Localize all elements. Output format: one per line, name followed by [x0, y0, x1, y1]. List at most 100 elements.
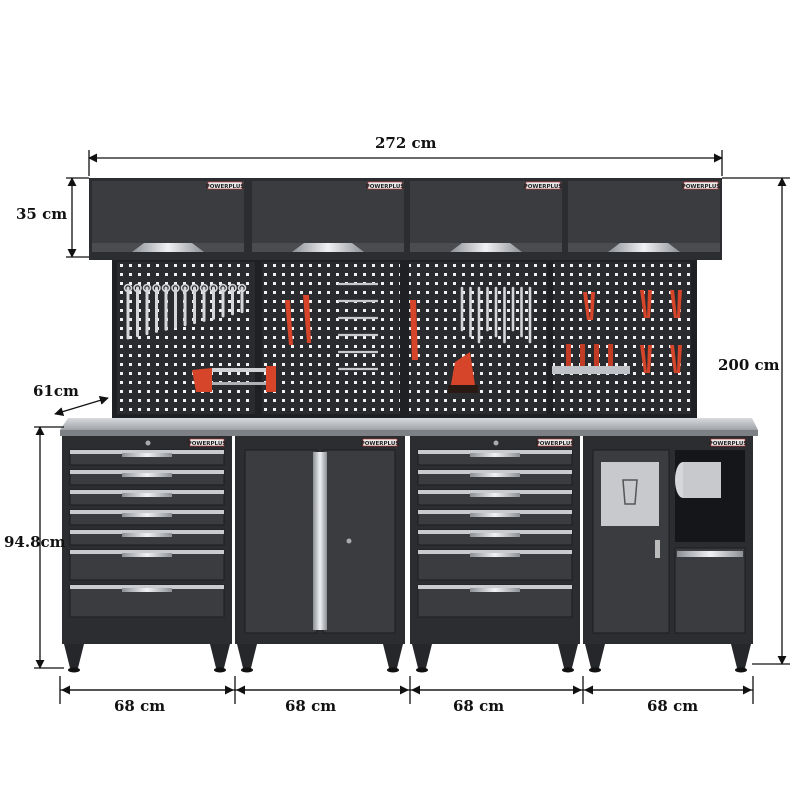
leveling-pad	[562, 667, 574, 673]
drawer-handle	[122, 513, 172, 517]
leveling-pad	[416, 667, 428, 673]
upper-cabinet-handle-2	[292, 243, 364, 252]
leveling-pad	[735, 667, 747, 673]
upper-cabinet-door-1	[92, 181, 244, 243]
wrench-ring	[152, 283, 161, 293]
saw-frame	[212, 368, 270, 372]
brand-badge-text: POWERPLUS	[524, 184, 563, 190]
pliers	[670, 290, 682, 318]
left-door	[244, 449, 318, 634]
cabinet-foot	[64, 644, 84, 668]
small-drawer-handle	[677, 551, 743, 557]
base-module-3: POWERPLUS	[410, 436, 580, 673]
upper-cabinet-door-2	[252, 181, 404, 243]
drawer-handle	[122, 588, 172, 592]
drawer-lip	[70, 450, 224, 454]
cabinet-height-label: 35 cm	[16, 205, 68, 223]
socket-rail	[552, 366, 630, 374]
stainless-worktop	[60, 418, 758, 430]
cabinet-foot	[558, 644, 578, 668]
wrench-ring	[218, 283, 228, 293]
brand-badge-text: POWERPLUS	[361, 441, 400, 447]
brand-badge-text: POWERPLUS	[682, 184, 721, 190]
drawer-lip	[418, 490, 572, 494]
brand-badge-text: POWERPLUS	[366, 184, 405, 190]
pegboard-panel-4	[553, 262, 691, 414]
pliers	[640, 290, 652, 318]
door-handle	[313, 452, 327, 630]
screwdriver-handle	[608, 344, 613, 366]
drawer-handle	[470, 533, 520, 537]
upper-cabinet-handle-4	[608, 243, 680, 252]
depth-label: 61cm	[33, 382, 79, 400]
brand-badge	[537, 438, 573, 447]
wrench-ring	[237, 283, 247, 293]
cabinet-foot	[731, 644, 751, 668]
brand-badge	[367, 181, 403, 190]
pliers	[285, 300, 293, 345]
drawer-lip	[418, 530, 572, 534]
upper-cabinet-door-3	[410, 181, 562, 243]
lock-icon	[145, 440, 151, 446]
bin-latch	[655, 540, 660, 558]
saw-blade	[212, 382, 270, 385]
pegboard-wall	[112, 260, 697, 418]
wrench-ring	[161, 283, 171, 293]
drawer-handle	[122, 493, 172, 497]
module-width-label-4: 68 cm	[647, 697, 699, 715]
cabinet-foot	[237, 644, 257, 668]
upper-cabinet-handle-1	[132, 243, 204, 252]
module-width-label-2: 68 cm	[285, 697, 337, 715]
paper-roll	[683, 462, 721, 498]
bin-flap	[601, 462, 659, 526]
total-height-label: 200 cm	[718, 356, 780, 374]
upper-cabinet-door-4	[568, 181, 720, 243]
drawer-handle	[470, 493, 520, 497]
brand-badge	[683, 181, 719, 190]
brand-badge-text: POWERPLUS	[536, 441, 575, 447]
grease-gun	[450, 352, 475, 390]
drawer-lip	[70, 470, 224, 474]
drawer-handle	[470, 513, 520, 517]
total-width-label: 272 cm	[375, 134, 437, 152]
drawer-handle	[122, 453, 172, 457]
brand-badge-text: POWERPLUS	[188, 441, 227, 447]
drawer-lip	[70, 585, 224, 589]
screwdriver-handle	[566, 344, 571, 366]
drawer-handle	[470, 473, 520, 477]
base-module-1: POWERPLUS	[62, 436, 232, 673]
base-module-2: POWERPLUS	[235, 436, 405, 673]
drawer-lip	[70, 510, 224, 514]
module-width-label-3: 68 cm	[453, 697, 505, 715]
wrench-ring	[133, 283, 142, 293]
pliers	[583, 292, 595, 320]
screwdriver-handle	[580, 344, 585, 366]
drawer-lip	[418, 550, 572, 554]
drawer-lip	[418, 450, 572, 454]
drawer-handle	[122, 473, 172, 477]
drawer-handle	[122, 553, 172, 557]
brand-badge	[207, 181, 243, 190]
cabinet-foot	[210, 644, 230, 668]
leveling-pad	[387, 667, 399, 673]
brand-badge-text: POWERPLUS	[709, 441, 748, 447]
pliers	[670, 345, 682, 373]
pegboard-panel-2	[262, 262, 400, 414]
hanging-tools	[123, 282, 682, 393]
wrench-ring	[171, 283, 180, 293]
leveling-pad	[241, 667, 253, 673]
wrench-ring	[123, 283, 133, 293]
dimension-lines	[34, 150, 790, 704]
brand-badge-text: POWERPLUS	[206, 184, 245, 190]
drawer-lip	[70, 530, 224, 534]
brand-badge	[189, 438, 225, 447]
pliers	[303, 295, 311, 343]
wrench-ring	[199, 283, 209, 293]
drawer-handle	[470, 453, 520, 457]
pliers	[640, 345, 652, 373]
module-width-label-1: 68 cm	[114, 697, 166, 715]
cabinet-foot	[585, 644, 605, 668]
leveling-pad	[214, 667, 226, 673]
